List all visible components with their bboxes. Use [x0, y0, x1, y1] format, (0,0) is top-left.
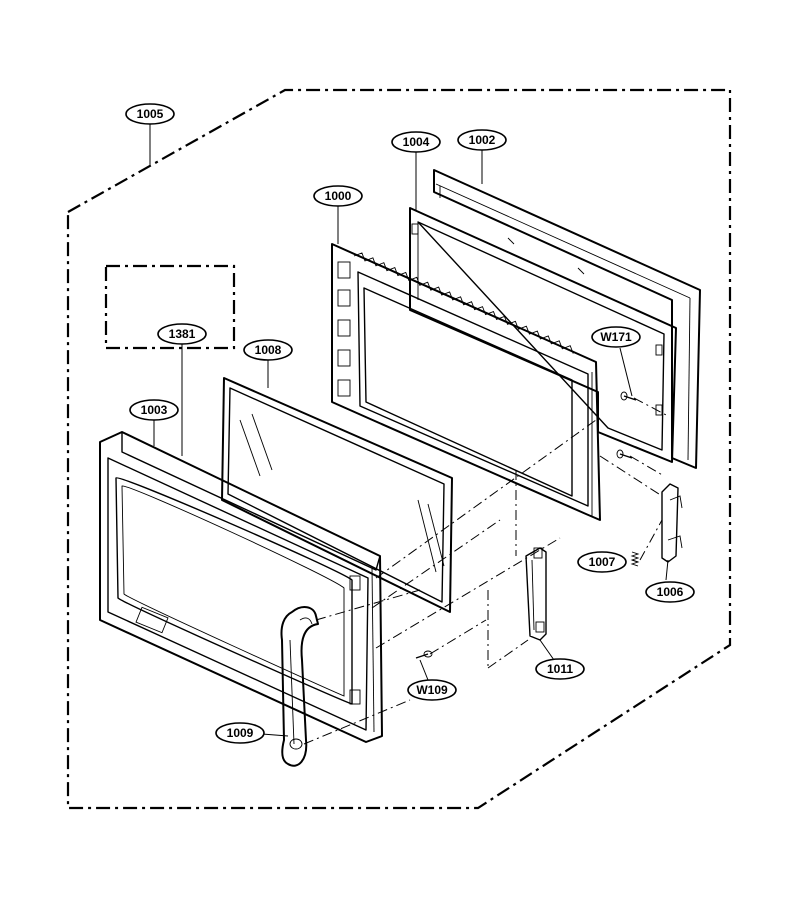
spring-1007: [630, 551, 640, 567]
part-number-1008: 1008: [255, 343, 282, 357]
part-number-1009: 1009: [227, 726, 254, 740]
part-number-W109: W109: [416, 683, 448, 697]
glass-panel-1008: [221, 377, 453, 613]
callout-W109: W109: [407, 679, 457, 701]
part-number-1006: 1006: [657, 585, 684, 599]
callout-1011: 1011: [535, 658, 585, 680]
part-box-1381: [104, 264, 236, 350]
door-seal-1002: [433, 169, 701, 469]
part-number-1002: 1002: [469, 133, 496, 147]
part-number-1004: 1004: [403, 135, 430, 149]
part-number-1381: 1381: [169, 327, 196, 341]
part-number-1003: 1003: [141, 403, 168, 417]
callout-pointers: [149, 124, 669, 737]
part-number-1011: 1011: [547, 662, 573, 676]
callout-1003: 1003: [129, 399, 179, 421]
callout-1006: 1006: [645, 581, 695, 603]
latch-hook-1006: [661, 483, 683, 563]
callout-1007: 1007: [577, 551, 627, 573]
front-door-1003: [99, 431, 383, 743]
callout-1009: 1009: [215, 722, 265, 744]
part-number-W171: W171: [600, 330, 632, 344]
door-frame-1000: [331, 243, 601, 521]
part-number-1000: 1000: [325, 189, 352, 203]
handle-1009: [280, 606, 319, 767]
callout-1004: 1004: [391, 131, 441, 153]
callout-1005: 1005: [125, 103, 175, 125]
callout-W171: W171: [591, 326, 641, 348]
assembly-lines: [303, 397, 669, 745]
callout-1000: 1000: [313, 185, 363, 207]
callout-1008: 1008: [243, 339, 293, 361]
callout-1002: 1002: [457, 129, 507, 151]
callout-1381: 1381: [157, 323, 207, 345]
assembly-boundary-1005: [66, 88, 732, 810]
screw-w171: [616, 391, 637, 459]
part-number-1007: 1007: [589, 555, 616, 569]
part-number-1005: 1005: [137, 107, 164, 121]
screw-w109: [415, 650, 433, 659]
latch-lever-1011: [525, 547, 547, 641]
